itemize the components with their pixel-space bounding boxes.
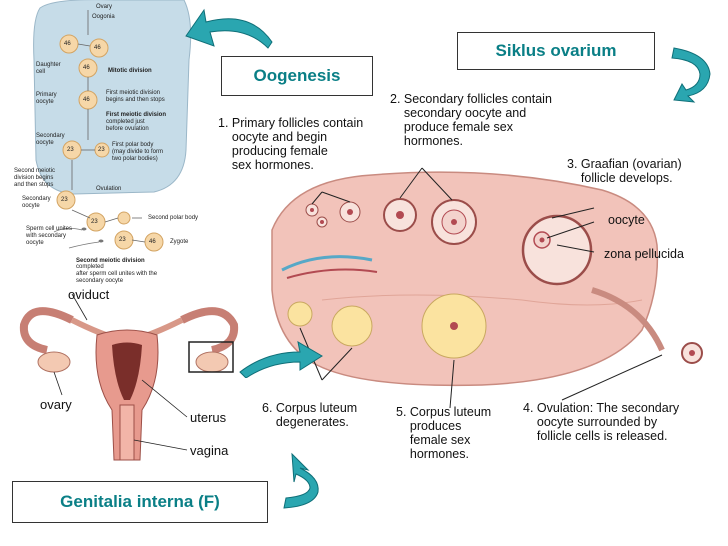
label-first-polar-body: First polar body (may divide to form two… (112, 142, 164, 162)
label-second-meiotic-completed-rest: completed after sperm cell unites with t… (76, 264, 158, 284)
cell-number-8: 23 (91, 219, 98, 225)
label-secondary-oocyte: Secondary oocyte (36, 133, 65, 146)
cycle-step-6: 6. Corpus luteum degenerates. (262, 401, 358, 429)
female-reproductive-anatomy (19, 293, 239, 461)
label-mitotic-division: Mitotic division (108, 68, 152, 74)
label-second-polar-body: Second polar body (148, 215, 199, 221)
cycle-step-1: 1. Primary follicles contain oocyte and … (218, 116, 364, 172)
cell-number-3: 46 (83, 65, 90, 71)
anatomy-label-ovary: ovary (40, 397, 72, 412)
curved-arrow-icon (671, 47, 711, 103)
label-zygote: Zygote (170, 239, 189, 245)
label-daughter-cell: Daughter cell (36, 62, 61, 75)
cell-number-9: 23 (119, 237, 126, 243)
oogenesis-panel: 46 46 46 46 23 23 23 23 23 46 Ovary Oogo… (14, 0, 214, 284)
ovarian-cycle-drawing (271, 167, 703, 409)
label-first-meiotic-completed-rest: completed just before ovulation (106, 119, 149, 132)
anatomy-label-uterus: uterus (190, 410, 227, 425)
anatomy-label-vagina: vagina (190, 443, 229, 458)
curved-arrow-icon (239, 341, 323, 378)
title-genitalia-interna: Genitalia interna (F) (12, 481, 268, 523)
cycle-label-oocyte: oocyte (608, 213, 645, 227)
cell-number-6: 23 (98, 147, 105, 153)
cell-number-2: 46 (94, 45, 101, 51)
oogenesis-drawing (33, 0, 192, 252)
label-first-meiotic-begins: First meiotic division begins and then s… (106, 90, 165, 103)
label-second-meiotic-begins: Second meiotic division begins and then … (14, 168, 56, 188)
label-secondary-oocyte-2: Secondary oocyte (22, 196, 51, 209)
cell-number-7: 23 (61, 197, 68, 203)
title-oogenesis: Oogenesis (221, 56, 373, 96)
cycle-step-4: 4. Ovulation: The secondary oocyte surro… (523, 401, 680, 443)
curved-arrow-icon (283, 452, 319, 509)
label-oogonia: Oogonia (92, 14, 115, 20)
title-siklus-ovarium: Siklus ovarium (457, 32, 655, 70)
cell-number-1: 46 (64, 41, 71, 47)
label-ovulation: Ovulation (96, 186, 122, 192)
anatomy-label-oviduct: oviduct (68, 287, 110, 302)
cycle-step-2: 2. Secondary follicles contain secondary… (390, 92, 552, 148)
label-first-meiotic-completed-title: First meiotic division (106, 112, 167, 118)
cell-number-10: 46 (149, 239, 156, 245)
cell-number-5: 23 (67, 147, 74, 153)
label-sperm-unites: Sperm cell unites with secondary oocyte (26, 226, 73, 246)
label-second-meiotic-completed-title: Second meiotic division (76, 258, 145, 264)
cell-number-4: 46 (83, 97, 90, 103)
curved-arrow-icon (185, 8, 273, 49)
cycle-step-5: 5. Corpus luteum produces female sex hor… (396, 405, 492, 461)
label-ovary: Ovary (96, 4, 113, 10)
label-primary-oocyte: Primary oocyte (36, 92, 57, 105)
cycle-step-3: 3. Graafian (ovarian) follicle develops. (567, 157, 682, 185)
cycle-label-zona-pellucida: zona pellucida (604, 247, 684, 261)
